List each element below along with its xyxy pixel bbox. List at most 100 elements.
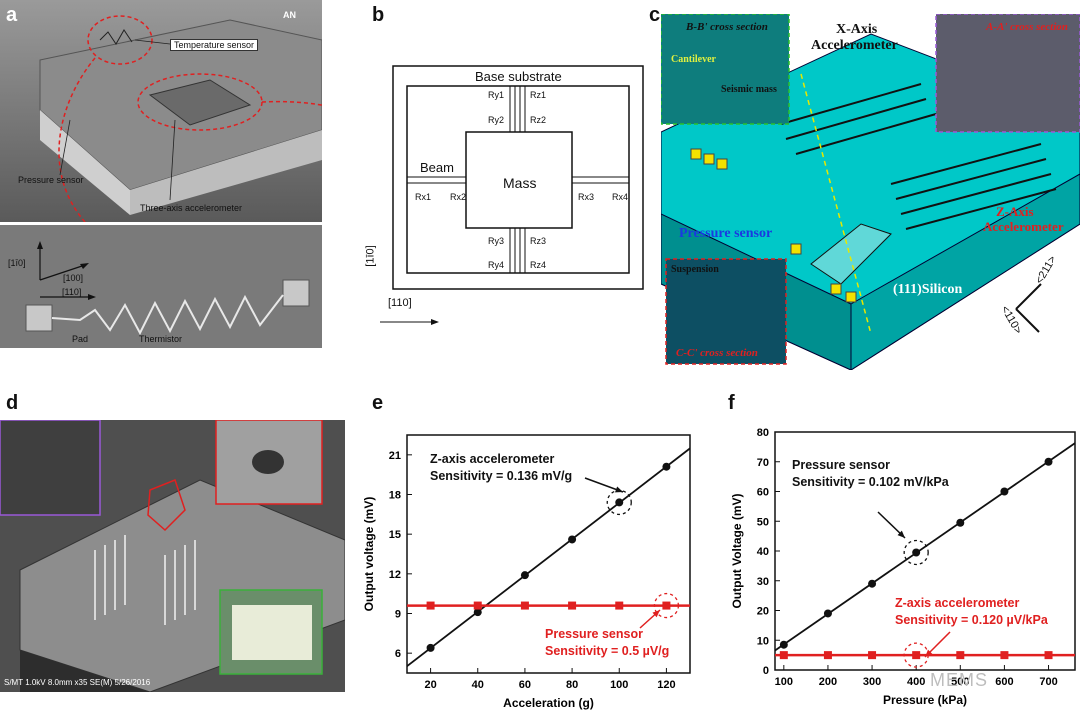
data-point-series-1 bbox=[426, 601, 435, 610]
x-tick-label: 700 bbox=[1039, 676, 1057, 688]
data-point-series-0 bbox=[568, 535, 577, 544]
y-tick-label: 15 bbox=[389, 529, 401, 541]
panel-c-label: c bbox=[649, 4, 661, 26]
resistor-rz3: Rz3 bbox=[530, 236, 547, 246]
x-tick-label: 500 bbox=[951, 676, 969, 688]
bb-section-label: B-B' cross section bbox=[686, 21, 768, 33]
data-point-series-0 bbox=[912, 548, 921, 557]
x-tick-label: 100 bbox=[775, 676, 793, 688]
x-accelerometer-label: Accelerometer bbox=[811, 38, 898, 53]
cantilever-label: Cantilever bbox=[671, 54, 716, 65]
base-substrate-label: Base substrate bbox=[475, 69, 562, 84]
panel-a-label: a bbox=[6, 4, 18, 26]
dir-label-1: [1ī0] bbox=[8, 258, 26, 268]
direction-vertical: [1ī0] bbox=[364, 245, 377, 267]
annotation-arrowhead bbox=[652, 610, 660, 618]
y-tick-label: 0 bbox=[763, 665, 769, 677]
y-axis-label: Output voltage (mV) bbox=[362, 497, 376, 612]
pad-label: Pad bbox=[72, 334, 89, 344]
x-tick-label: 300 bbox=[863, 676, 881, 688]
panel-b-diagram: Base substrate Beam Mass Ry1 Rz1 Ry2 Rz2… bbox=[360, 40, 660, 340]
panel-a-sem-top: Temperature sensor Pressure sensor Three… bbox=[0, 0, 322, 222]
y-tick-label: 10 bbox=[757, 635, 769, 647]
accelerometer-layout bbox=[380, 65, 644, 325]
x-tick-label: 120 bbox=[657, 679, 675, 691]
panel-e-label: e bbox=[372, 392, 384, 414]
x-axis-label: Acceleration (g) bbox=[503, 696, 594, 710]
suspension-label: Suspension bbox=[671, 264, 719, 275]
dir-label-3: [110] bbox=[62, 287, 82, 297]
sem-info-label: S/MT 1.0kV 8.0mm x35 SE(M) 5/26/2016 bbox=[4, 678, 151, 687]
data-point-series-0 bbox=[956, 518, 965, 527]
y-tick-label: 60 bbox=[757, 487, 769, 499]
y-tick-label: 40 bbox=[757, 546, 769, 558]
data-point-series-1 bbox=[520, 601, 529, 610]
annotation-text: Pressure sensor bbox=[545, 627, 643, 641]
panel-c-diagram: B-B' cross section Cantilever Seismic ma… bbox=[660, 13, 1080, 371]
x-tick-label: 80 bbox=[566, 679, 578, 691]
seismic-mass-label: Seismic mass bbox=[721, 84, 777, 95]
silicon-label: (111)Silicon bbox=[893, 282, 963, 297]
annotation-text: Sensitivity = 0.120 µV/kPa bbox=[895, 613, 1049, 627]
resistor-ry2: Ry2 bbox=[488, 115, 505, 125]
direction-horizontal: [110] bbox=[388, 297, 412, 309]
highlight-circle bbox=[903, 539, 929, 566]
resistor-rx3: Rx3 bbox=[578, 192, 595, 202]
panel-a-device-drawing bbox=[0, 0, 322, 222]
annotation-text: Z-axis accelerometer bbox=[895, 596, 1020, 610]
highlight-circle bbox=[653, 592, 680, 619]
data-point-series-1 bbox=[1000, 651, 1009, 660]
beam-label: Beam bbox=[420, 160, 454, 175]
x-tick-label: 60 bbox=[519, 679, 531, 691]
plot-frame bbox=[406, 434, 691, 674]
x-axis-label: X-Axis bbox=[836, 22, 878, 37]
resistor-rx4: Rx4 bbox=[612, 192, 629, 202]
annotation-text: Z-axis accelerometer bbox=[430, 452, 555, 466]
sem-logo: AN bbox=[283, 10, 296, 20]
resistor-rz2: Rz2 bbox=[530, 115, 547, 125]
resistor-rx2: Rx2 bbox=[450, 192, 467, 202]
x-tick-label: 100 bbox=[610, 679, 628, 691]
x-tick-label: 600 bbox=[995, 676, 1013, 688]
y-axis-label: Output Voltage (mV) bbox=[730, 493, 744, 608]
x-tick-label: 20 bbox=[424, 679, 436, 691]
data-point-series-1 bbox=[662, 601, 671, 610]
x-tick-label: 200 bbox=[819, 676, 837, 688]
dir-label-2: [100] bbox=[63, 273, 84, 283]
data-point-series-0 bbox=[615, 498, 624, 507]
watermark: MEMS bbox=[930, 670, 988, 690]
three-axis-label: Three-axis accelerometer bbox=[140, 203, 243, 213]
y-tick-label: 80 bbox=[757, 427, 769, 439]
data-point-series-1 bbox=[1044, 651, 1053, 660]
data-point-series-1 bbox=[473, 601, 482, 610]
y-tick-label: 20 bbox=[757, 606, 769, 618]
y-tick-label: 70 bbox=[757, 457, 769, 469]
resistor-rz1: Rz1 bbox=[530, 90, 547, 100]
annotation-arrowhead bbox=[615, 486, 623, 493]
x-tick-label: 40 bbox=[472, 679, 484, 691]
resistor-ry4: Ry4 bbox=[488, 260, 505, 270]
annotation-text: Sensitivity = 0.5 µV/g bbox=[545, 644, 669, 658]
annotation-arrowhead bbox=[925, 649, 933, 657]
data-point-series-0 bbox=[1000, 487, 1009, 496]
annotation-text: Sensitivity = 0.102 mV/kPa bbox=[792, 475, 950, 489]
y-tick-label: 30 bbox=[757, 576, 769, 588]
data-point-series-0 bbox=[473, 608, 482, 617]
temperature-sensor-label: Temperature sensor bbox=[170, 39, 259, 51]
y-tick-label: 21 bbox=[389, 450, 401, 462]
thermistor-drawing bbox=[25, 241, 310, 336]
panel-a-sem-bottom: [1ī0] [100] [110] Pad Thermistor bbox=[0, 225, 322, 348]
resistor-ry1: Ry1 bbox=[488, 90, 505, 100]
data-point-series-0 bbox=[823, 609, 832, 618]
data-point-series-1 bbox=[615, 601, 624, 610]
data-point-series-0 bbox=[662, 462, 671, 471]
panel-b-label: b bbox=[372, 4, 385, 26]
z-accelerometer-label: Accelerometer bbox=[983, 219, 1064, 234]
mass-label: Mass bbox=[503, 175, 537, 191]
panel-d-sem: S/MT 1.0kV 8.0mm x35 SE(M) 5/26/2016 bbox=[0, 420, 345, 692]
data-point-series-0 bbox=[868, 579, 877, 588]
x-tick-label: 400 bbox=[907, 676, 925, 688]
data-point-series-1 bbox=[568, 601, 577, 610]
